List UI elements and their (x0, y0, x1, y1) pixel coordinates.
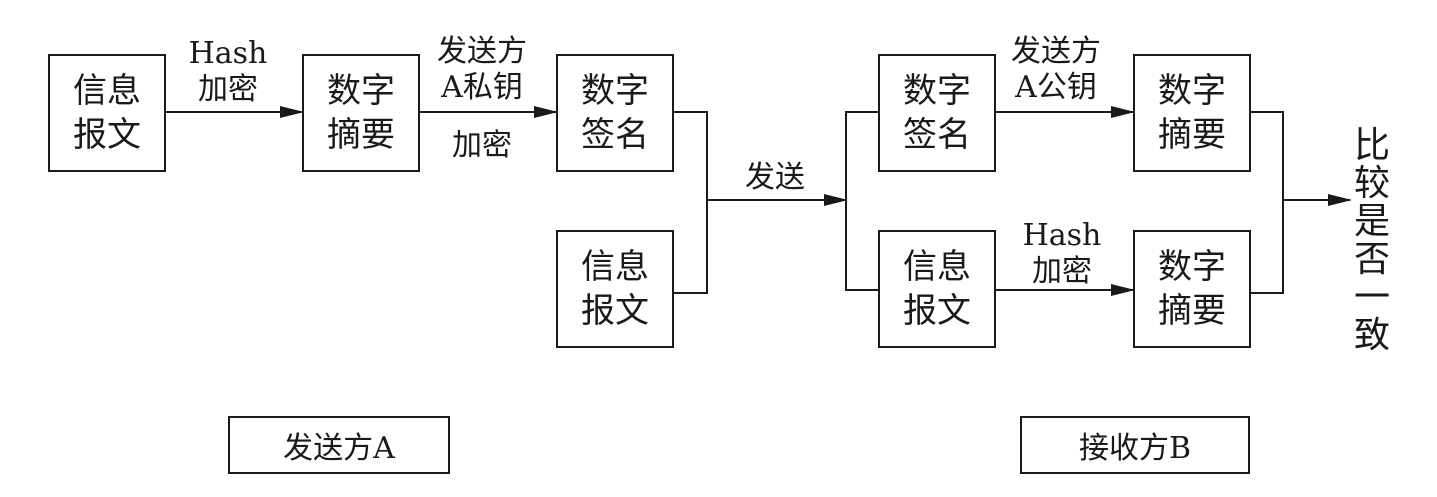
box-line: 摘要 (1158, 291, 1226, 331)
receiver-digest-box-bottom: 数字 摘要 (1133, 230, 1251, 348)
box-line: 签名 (581, 115, 649, 155)
sender-message-box-copy: 信息 报文 (556, 230, 674, 348)
connector-signature-out (674, 111, 708, 200)
send-label: 发送 (745, 160, 805, 195)
connector-message-out (674, 200, 708, 294)
box-line: 数字 (903, 70, 971, 111)
box-line: 摘要 (327, 115, 395, 155)
receiver-message-box: 信息 报文 (878, 230, 996, 348)
box-line: 信息 (903, 246, 971, 287)
connector-split (845, 111, 878, 291)
receiver-signature-box: 数字 签名 (878, 54, 996, 172)
box-line: 信息 (73, 70, 141, 111)
sender-encrypt-label: 加密 (452, 128, 512, 163)
box-line: 数字 (581, 70, 649, 111)
sender-digest-box: 数字 摘要 (302, 54, 420, 172)
box-line: 报文 (73, 115, 141, 155)
sender-signature-box: 数字 签名 (556, 54, 674, 172)
box-line: 数字 (1158, 246, 1226, 287)
sender-private-key-label: 发送方 A私钥 (437, 34, 527, 105)
receiver-hash-label: Hash 加密 (1022, 218, 1102, 289)
box-line: 签名 (903, 115, 971, 155)
connector-digest-bottom-out (1251, 200, 1284, 294)
sender-hash-label: Hash 加密 (188, 36, 268, 107)
receiver-public-key-label: 发送方 A公钥 (1011, 34, 1101, 105)
box-line: 报文 (903, 291, 971, 331)
box-line: 信息 (581, 246, 649, 287)
box-line: 报文 (581, 291, 649, 331)
receiver-digest-box-top: 数字 摘要 (1133, 54, 1251, 172)
connector-digest-top-out (1251, 111, 1284, 200)
compare-label: 比 较 是 否 一 致 (1353, 125, 1390, 356)
box-line: 数字 (327, 70, 395, 111)
box-line: 数字 (1158, 70, 1226, 111)
receiver-party-label: 接收方B (1020, 416, 1250, 474)
box-line: 摘要 (1158, 115, 1226, 155)
sender-message-box: 信息 报文 (48, 54, 166, 172)
sender-party-label: 发送方A (228, 416, 450, 474)
